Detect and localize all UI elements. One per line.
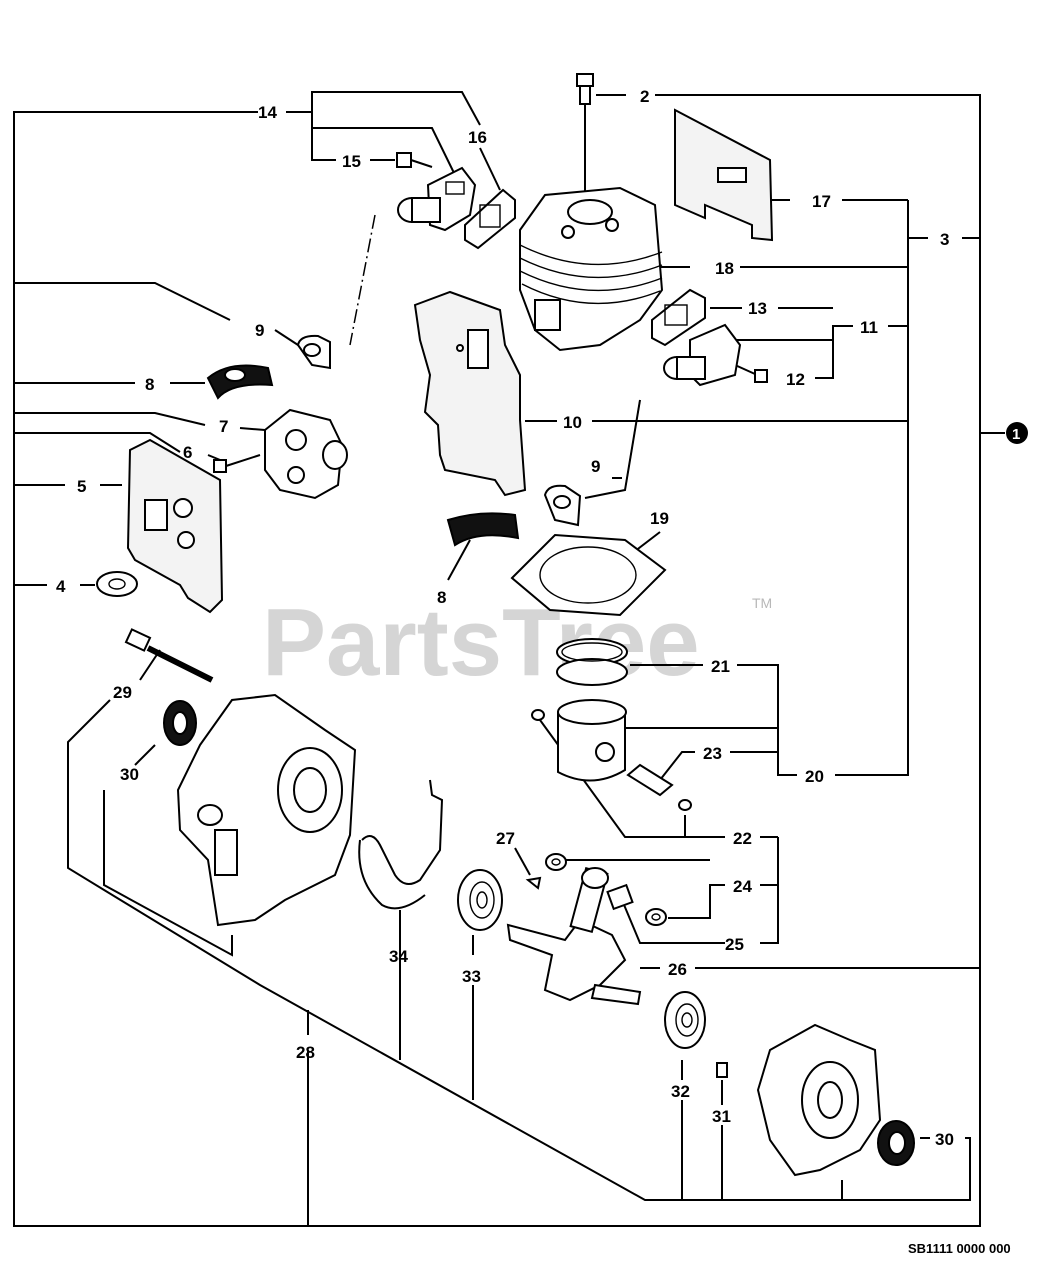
callout-22: 22 bbox=[733, 829, 752, 848]
callout-7: 7 bbox=[219, 417, 228, 436]
callout-33: 33 bbox=[462, 967, 481, 986]
part-8-hose-upper[interactable] bbox=[206, 364, 274, 400]
callout-27: 27 bbox=[496, 829, 515, 848]
part-25-needle-bearing[interactable] bbox=[606, 883, 634, 911]
callout-21: 21 bbox=[711, 657, 730, 676]
callout-30-left: 30 bbox=[120, 765, 139, 784]
callout-28: 28 bbox=[296, 1043, 315, 1062]
part-11-intake[interactable] bbox=[663, 323, 742, 387]
callout-15: 15 bbox=[342, 152, 361, 171]
part-26-crankshaft[interactable] bbox=[506, 866, 642, 1006]
callout-4: 4 bbox=[56, 577, 66, 596]
callout-32: 32 bbox=[671, 1082, 690, 1101]
part-13-gasket[interactable] bbox=[651, 288, 706, 347]
callout-13: 13 bbox=[748, 299, 767, 318]
drawing-code: SB1111 0000 000 bbox=[908, 1241, 1011, 1256]
part-9-seal-upper[interactable] bbox=[296, 334, 331, 370]
assembly-dash-lines bbox=[349, 214, 641, 491]
part-23-piston-pin[interactable] bbox=[626, 763, 674, 797]
part-30-oil-seal-left[interactable] bbox=[163, 700, 197, 746]
part-6-bolt[interactable] bbox=[213, 454, 261, 473]
callout-30-right: 30 bbox=[935, 1130, 954, 1149]
callout-8-upper: 8 bbox=[145, 375, 154, 394]
callout-17: 17 bbox=[812, 192, 831, 211]
part-4-gasket[interactable] bbox=[96, 571, 138, 597]
part-8-hose-lower[interactable] bbox=[446, 512, 520, 547]
watermark: PartsTree bbox=[262, 589, 700, 696]
callout-34: 34 bbox=[389, 947, 408, 966]
part-7-manifold[interactable] bbox=[264, 408, 348, 500]
part-28-crankcase[interactable] bbox=[176, 693, 357, 927]
callout-labels: 2 3 4 5 6 7 8 8 9 9 10 11 12 13 14 15 16… bbox=[56, 87, 954, 1149]
callout-5: 5 bbox=[77, 477, 86, 496]
watermark-tm: TM bbox=[752, 595, 772, 611]
callout-12: 12 bbox=[786, 370, 805, 389]
part-21-piston-ring[interactable] bbox=[556, 638, 628, 686]
callout-24: 24 bbox=[733, 877, 752, 896]
part-15-bolt[interactable] bbox=[396, 152, 433, 168]
part-33-ball-bearing[interactable] bbox=[457, 869, 503, 931]
callout-31: 31 bbox=[712, 1107, 731, 1126]
part-19-base-gasket[interactable] bbox=[510, 533, 667, 617]
callout-16: 16 bbox=[468, 128, 487, 147]
assembly-marker-label: 1 bbox=[1012, 426, 1020, 443]
assembly-marker-1[interactable]: 1 bbox=[1006, 422, 1028, 444]
part-9-seal-lower[interactable] bbox=[543, 484, 582, 527]
callout-25: 25 bbox=[725, 935, 744, 954]
part-2-bolt[interactable] bbox=[576, 73, 594, 105]
callout-10: 10 bbox=[563, 413, 582, 432]
callout-26: 26 bbox=[668, 960, 687, 979]
part-14-intake[interactable] bbox=[397, 166, 477, 232]
callout-2: 2 bbox=[640, 87, 649, 106]
part-29-bolt[interactable] bbox=[124, 628, 214, 683]
part-5-gasket[interactable] bbox=[126, 438, 224, 614]
part-17-cover-plate[interactable] bbox=[674, 108, 774, 242]
callout-9-upper: 9 bbox=[255, 321, 264, 340]
part-31-dowel-pin[interactable] bbox=[716, 1062, 728, 1078]
part-22-circlip[interactable] bbox=[531, 709, 692, 811]
part-28-crankcase-right[interactable] bbox=[756, 1023, 882, 1177]
callout-9-lower: 9 bbox=[591, 457, 600, 476]
part-32-ball-bearing[interactable] bbox=[664, 991, 706, 1049]
part-30-oil-seal-right[interactable] bbox=[877, 1120, 915, 1166]
callout-14: 14 bbox=[258, 103, 277, 122]
part-18-cylinder[interactable] bbox=[519, 186, 664, 352]
leader-lines bbox=[13, 91, 1005, 1227]
part-20-piston[interactable] bbox=[557, 699, 627, 782]
callout-11: 11 bbox=[860, 318, 878, 337]
callout-3: 3 bbox=[940, 230, 949, 249]
part-34-crankcase-gasket[interactable] bbox=[358, 779, 444, 910]
part-24-washer[interactable] bbox=[545, 853, 667, 926]
part-16-gasket[interactable] bbox=[464, 188, 516, 250]
callout-19: 19 bbox=[650, 509, 669, 528]
part-12-bolt[interactable] bbox=[734, 364, 768, 383]
part-27-key[interactable] bbox=[525, 876, 542, 890]
callout-23: 23 bbox=[703, 744, 722, 763]
callout-18: 18 bbox=[715, 259, 734, 278]
callout-20: 20 bbox=[805, 767, 824, 786]
callout-8-lower: 8 bbox=[437, 588, 446, 607]
callout-6: 6 bbox=[183, 443, 192, 462]
callout-29: 29 bbox=[113, 683, 132, 702]
part-10-heat-shield[interactable] bbox=[413, 290, 527, 497]
